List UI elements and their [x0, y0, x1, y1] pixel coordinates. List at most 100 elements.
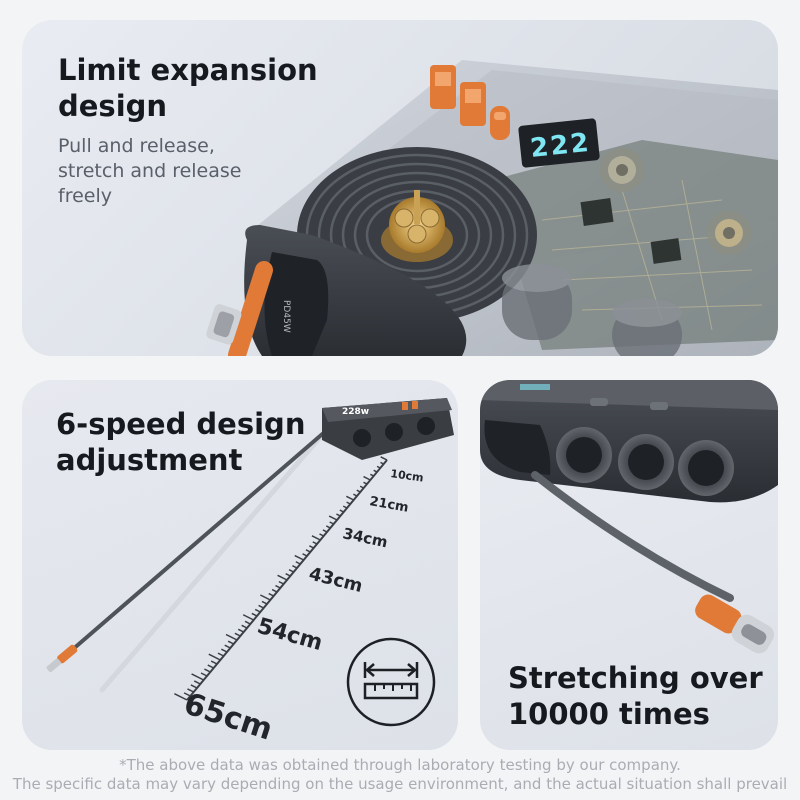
ruler-tick: [325, 525, 331, 529]
panel-limit-expansion: 222: [22, 20, 778, 356]
ruler-tick: [292, 565, 298, 569]
ruler-tick: [359, 485, 365, 489]
top-sub-line2: stretch and release: [58, 160, 242, 182]
ruler-label-43cm: 43cm: [307, 563, 365, 597]
footnote-line1: *The above data was obtained through lab…: [119, 756, 681, 774]
ruler-tick: [295, 561, 301, 565]
ruler-tick: [319, 533, 325, 537]
coil-left: [600, 148, 644, 192]
ruler-tick: [261, 600, 268, 605]
device-closeup-illustration: [480, 380, 778, 654]
ruler-tick: [234, 632, 241, 637]
ruler-tick: [193, 680, 201, 685]
ruler-tick: [329, 521, 335, 525]
digital-display: [518, 118, 600, 168]
ruler-tick: [217, 652, 225, 657]
top-title-line1: Limit expansion: [58, 53, 318, 87]
ruler-tick: [328, 515, 338, 521]
ruler-tick: [242, 614, 255, 621]
ruler-tick: [294, 554, 305, 561]
ruler-tick: [312, 541, 318, 545]
right-title-line1: Stretching over: [508, 661, 763, 695]
ruler-tick: [254, 608, 261, 613]
left-title-line2: adjustment: [56, 443, 243, 477]
top-sub-line1: Pull and release,: [58, 135, 215, 157]
ruler-tick: [227, 640, 235, 645]
ruler-illustration: 228w 10cm 21cm 34cm 43cm 54cm 65cm: [46, 398, 454, 748]
ruler-tick: [346, 501, 351, 505]
ruler-tick: [224, 644, 231, 649]
ruler-tick: [369, 473, 375, 477]
ruler-label-65cm: 65cm: [180, 686, 277, 747]
ruler-tick: [220, 648, 228, 653]
device-wattage-label: 228w: [342, 407, 369, 417]
ruler-tick: [356, 489, 361, 493]
ruler-label-54cm: 54cm: [254, 614, 325, 656]
ruler-label-34cm: 34cm: [341, 524, 389, 551]
small-usb-c-plug: [46, 644, 78, 672]
usb-c-plug: [206, 304, 242, 345]
ruler-tick: [353, 493, 358, 497]
ruler-tick: [210, 660, 218, 665]
ruler-tick: [271, 588, 278, 593]
extended-cable: [70, 428, 329, 652]
ruler-tick: [200, 672, 208, 677]
ruler-tick: [251, 612, 258, 617]
ruler-tick: [241, 624, 248, 629]
ruler-tick: [363, 475, 371, 481]
top-title-line2: design: [58, 89, 168, 123]
ruler-tick: [336, 513, 341, 517]
footnote-line2: The specific data may vary depending on …: [12, 775, 788, 793]
ruler-tick: [174, 693, 188, 701]
cigarette-sockets: [556, 427, 734, 496]
ruler-tick: [204, 668, 211, 673]
ruler-tick: [208, 653, 221, 661]
coil-right: [707, 211, 751, 255]
usb-c-plug-closeup: [695, 594, 775, 654]
ruler-tick: [187, 688, 195, 693]
ruler-tick: [260, 594, 271, 601]
ruler-tick: [373, 469, 378, 473]
ruler-tick: [285, 572, 291, 577]
usb-ports: [430, 65, 510, 140]
ruler-tick: [191, 673, 205, 681]
ruler-tick: [278, 580, 285, 585]
ruler-tick: [183, 692, 191, 697]
ruler-tick: [342, 505, 348, 509]
ruler-tick: [322, 529, 328, 533]
retractable-cable: [228, 261, 273, 356]
ruler-tick: [268, 592, 275, 597]
ruler-tick: [339, 509, 345, 513]
left-title-line1: 6-speed design: [56, 407, 306, 441]
panel-stretching: Stretching over 10000 times: [480, 380, 778, 750]
ruler-tick: [311, 535, 321, 541]
right-title-line2: 10000 times: [508, 697, 710, 731]
ruler-tick: [207, 664, 215, 669]
panel-six-speed: 228w 10cm 21cm 34cm 43cm 54cm 65cm: [22, 380, 458, 750]
ruler-tick: [237, 628, 245, 633]
device-illustration-top: 222: [206, 60, 778, 356]
top-sub-line3: freely: [58, 185, 112, 207]
measure-ruler-icon: [346, 637, 436, 727]
chip: [650, 238, 682, 264]
ruler-label-21cm: 21cm: [368, 494, 409, 516]
ruler-tick: [363, 481, 368, 485]
ruler-label-10cm: 10cm: [390, 467, 425, 485]
ruler-tick: [277, 574, 288, 581]
svg-text:222: 222: [529, 128, 592, 164]
ruler-tick: [309, 545, 315, 549]
ruler-tick: [244, 620, 251, 625]
ruler-tick: [190, 684, 198, 689]
ruler-tick: [345, 495, 355, 501]
ruler-tick: [288, 569, 295, 573]
ruler-tick: [376, 465, 381, 469]
ruler-tick: [380, 456, 388, 461]
ruler-tick: [275, 584, 281, 589]
flat-cable: [531, 471, 734, 602]
ruler-tick: [305, 549, 311, 553]
ruler-tick: [380, 461, 385, 465]
port-label-text: PD45W: [281, 300, 291, 333]
ruler-tick: [258, 604, 265, 609]
ruler-tick: [225, 633, 238, 641]
capacitors: [502, 264, 682, 356]
